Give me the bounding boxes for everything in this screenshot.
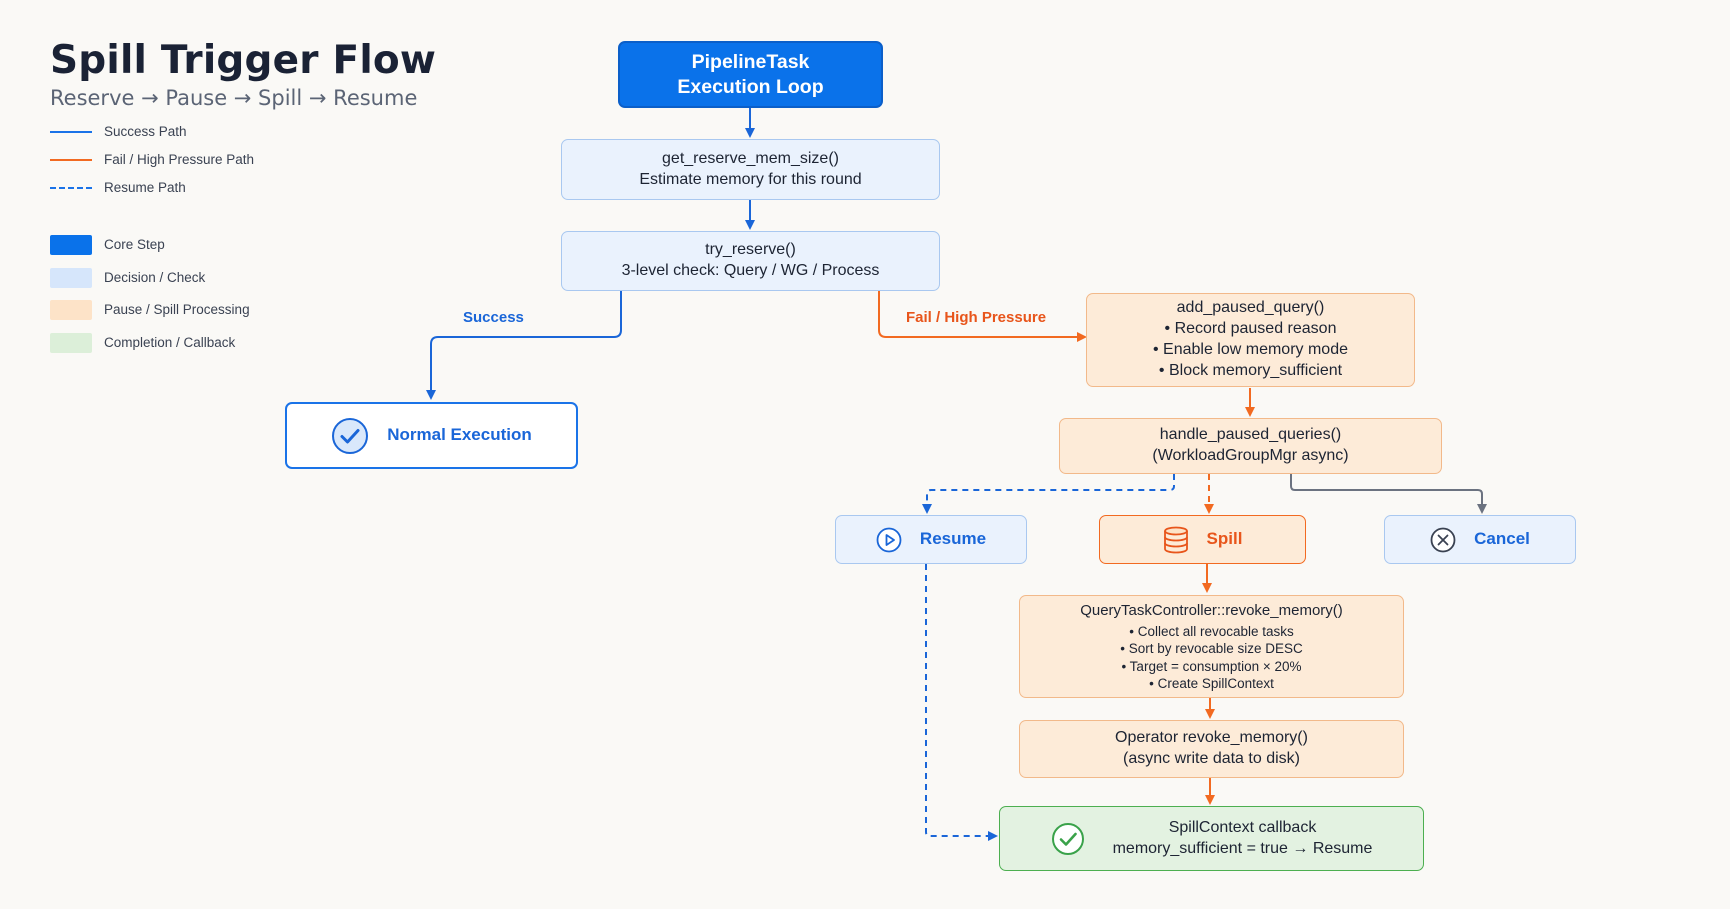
node-label: Spill (1206, 529, 1243, 549)
legend-label: Core Step (104, 237, 165, 252)
node-line: memory_sufficient = true → Resume (1112, 839, 1373, 857)
node-bullet: • Sort by revocable size DESC (1120, 641, 1303, 657)
legend-item-core: Core Step (50, 234, 310, 256)
node-pipeline-task[interactable]: PipelineTask Execution Loop (618, 41, 883, 108)
node-bullet: • Target = consumption × 20% (1121, 658, 1302, 674)
node-normal-execution[interactable]: Normal Execution (285, 402, 578, 469)
legend-item-pause: Pause / Spill Processing (50, 299, 310, 321)
legend-swatch-pause (50, 300, 92, 320)
legend-line-success (50, 131, 92, 133)
node-bullet: • Block memory_sufficient (1158, 361, 1343, 379)
node-text: SpillContext callback memory_sufficient … (1113, 818, 1373, 860)
legend-item-success: Success Path (50, 121, 310, 143)
edge-label-success: Success (463, 309, 524, 326)
node-operator-revoke-memory[interactable]: Operator revoke_memory() (async write da… (1019, 720, 1404, 778)
node-line: Operator revoke_memory() (1115, 729, 1308, 747)
node-bullet: • Create SpillContext (1149, 676, 1274, 692)
legend-swatch-completion (50, 333, 92, 353)
node-line: add_paused_query() (1176, 299, 1325, 317)
diagram-title: Spill Trigger Flow (50, 38, 437, 83)
node-revoke-memory[interactable]: QueryTaskController::revoke_memory() • C… (1019, 595, 1404, 698)
legend-line-resume (50, 187, 92, 189)
legend-item-resume: Resume Path (50, 177, 310, 199)
node-line: QueryTaskController::revoke_memory() (1080, 601, 1343, 619)
legend-label: Decision / Check (104, 270, 206, 285)
legend-item-decision: Decision / Check (50, 267, 310, 289)
node-bullet: • Enable low memory mode (1152, 341, 1348, 358)
node-line: Estimate memory for this round (639, 170, 862, 188)
edge-resume-to-callback (925, 564, 998, 841)
legend-line-fail (50, 159, 92, 161)
edge-success (426, 291, 622, 400)
legend-item-fail: Fail / High Pressure Path (50, 149, 310, 171)
legend-label: Resume Path (104, 180, 186, 195)
edge-handle-to-resume (922, 474, 1175, 514)
node-resume[interactable]: Resume (835, 515, 1027, 564)
edge-label-fail: Fail / High Pressure (906, 309, 1047, 326)
legend-label: Pause / Spill Processing (104, 302, 250, 317)
check-circle-icon (331, 417, 369, 455)
edge-handle-to-cancel (1290, 474, 1487, 514)
node-label: Cancel (1474, 529, 1530, 549)
node-label: Normal Execution (387, 425, 532, 445)
node-bullet: • Record paused reason (1164, 320, 1337, 338)
node-line: get_reserve_mem_size() (662, 149, 839, 167)
node-bullet: • Collect all revocable tasks (1129, 624, 1294, 640)
node-line: try_reserve() (705, 241, 796, 259)
node-spill[interactable]: Spill (1099, 515, 1306, 564)
edge-fail (878, 291, 1087, 342)
x-circle-icon (1430, 527, 1456, 553)
diagram-subtitle: Reserve → Pause → Spill → Resume (50, 86, 418, 110)
legend-item-completion: Completion / Callback (50, 332, 310, 354)
play-circle-icon (876, 527, 902, 553)
legend-label: Success Path (104, 124, 187, 139)
node-cancel[interactable]: Cancel (1384, 515, 1576, 564)
node-spillcontext-callback[interactable]: SpillContext callback memory_sufficient … (999, 806, 1424, 871)
check-circle-icon (1051, 822, 1085, 856)
legend-label: Completion / Callback (104, 335, 236, 350)
legend-label: Fail / High Pressure Path (104, 152, 255, 167)
node-line: 3-level check: Query / WG / Process (621, 262, 880, 279)
node-try-reserve[interactable]: try_reserve() 3-level check: Query / WG … (561, 231, 940, 291)
legend-swatch-decision (50, 268, 92, 288)
node-add-paused-query[interactable]: add_paused_query() • Record paused reaso… (1086, 293, 1415, 387)
node-handle-paused-queries[interactable]: handle_paused_queries() (WorkloadGroupMg… (1059, 418, 1442, 474)
node-get-reserve-mem-size[interactable]: get_reserve_mem_size() Estimate memory f… (561, 139, 940, 200)
node-line: PipelineTask (691, 51, 810, 74)
node-line: (async write data to disk) (1123, 750, 1300, 767)
node-line: Execution Loop (677, 75, 824, 98)
node-line: (WorkloadGroupMgr async) (1152, 447, 1349, 464)
node-line: SpillContext callback (1168, 818, 1317, 836)
node-label: Resume (919, 529, 987, 549)
database-icon (1163, 526, 1189, 554)
node-line: handle_paused_queries() (1159, 426, 1342, 444)
legend-swatch-core (50, 235, 92, 255)
